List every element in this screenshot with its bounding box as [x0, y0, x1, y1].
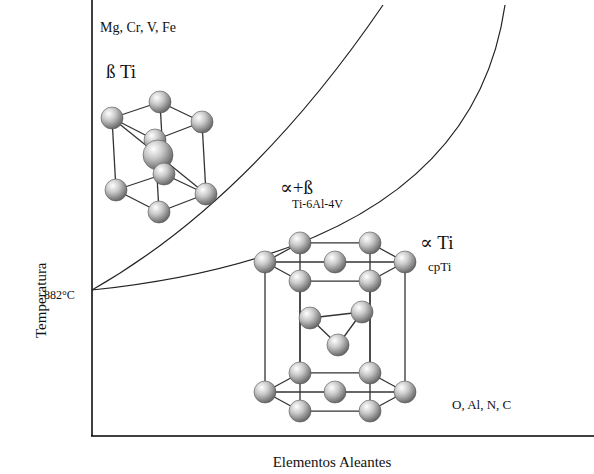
atom-sphere: [324, 251, 346, 273]
alloy-name: cpTi: [428, 260, 451, 274]
x-axis: [91, 435, 594, 437]
atom-sphere: [299, 307, 321, 329]
atom-sphere: [153, 163, 175, 185]
atom-sphere: [101, 107, 123, 129]
atom-sphere: [254, 251, 276, 273]
atom-sphere: [327, 334, 349, 356]
phase-label: ∝ Ti: [420, 233, 453, 254]
phase-label: ß Ti: [106, 62, 136, 83]
axis-title: Elementos Aleantes: [273, 454, 392, 471]
atom-sphere: [359, 232, 381, 254]
alloy-name: Ti-6Al-4V: [292, 198, 343, 211]
atom-sphere: [149, 91, 171, 113]
beta-stabilizers: Mg, Cr, V, Fe: [100, 20, 176, 35]
alpha-stabilizers: O, Al, N, C: [452, 398, 511, 412]
atom-sphere: [359, 362, 381, 384]
atom-sphere: [289, 232, 311, 254]
atom-sphere: [254, 381, 276, 403]
atom-sphere: [359, 400, 381, 422]
alpha-transus-curve: [92, 5, 505, 290]
atom-sphere: [324, 381, 346, 403]
atom-sphere: [105, 179, 127, 201]
atom-sphere: [359, 270, 381, 292]
axis-title: Temperatura: [33, 262, 50, 338]
atom-sphere: [394, 251, 416, 273]
y-axis: [91, 0, 93, 436]
bond-line: [404, 262, 405, 392]
atom-sphere: [195, 183, 217, 205]
atom-sphere: [289, 270, 311, 292]
temperature-value: 882°C: [44, 289, 75, 302]
atom-sphere: [289, 400, 311, 422]
atom-sphere: [351, 301, 373, 323]
hcp-crystal: [254, 232, 416, 422]
atom-sphere: [191, 111, 213, 133]
phase-label: ∝+ß: [280, 178, 313, 199]
atom-sphere: [394, 381, 416, 403]
bond-line: [264, 262, 265, 392]
atom-sphere: [148, 201, 170, 223]
atom-sphere: [289, 362, 311, 384]
beta-transus-curve: [92, 5, 383, 290]
bcc-crystal: [101, 91, 217, 223]
